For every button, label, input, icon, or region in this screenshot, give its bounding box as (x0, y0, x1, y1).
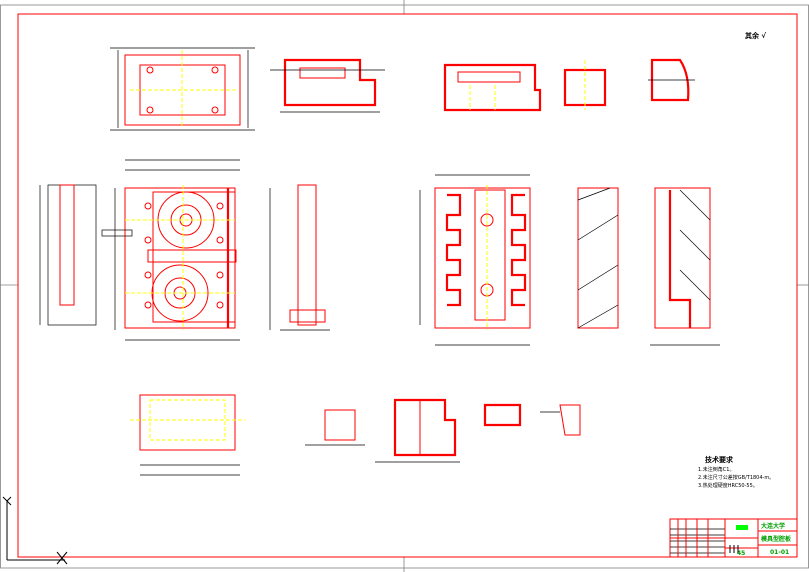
ucs-icon (2, 496, 68, 565)
section-view-g (305, 409, 365, 446)
section-view-j (540, 404, 581, 436)
title-block: 大连大学 模具型腔板 01-01 45 (669, 518, 798, 558)
title-block-school: 大连大学 (761, 522, 785, 530)
view-section-f (650, 187, 720, 346)
view-cavity-center (419, 174, 531, 346)
section-view-b (443, 63, 542, 112)
section-view-h (375, 398, 460, 463)
view-section-e (577, 187, 619, 329)
title-block-part-name: 模具型腔板 (761, 535, 792, 543)
section-view-a (270, 58, 385, 113)
view-bottom-plan (130, 394, 245, 476)
view-top-plan (110, 47, 255, 131)
svg-text:2.未注尺寸公差按GB/T1804-m。: 2.未注尺寸公差按GB/T1804-m。 (698, 474, 774, 481)
tech-requirements-title: 技术要求 (705, 455, 734, 464)
tech-requirements: 技术要求 1.未注倒角C1。 2.未注尺寸公差按GB/T1804-m。 3.热处… (698, 455, 774, 489)
view-side-left (39, 184, 97, 326)
title-block-material: 45 (737, 550, 745, 557)
section-view-d (648, 58, 695, 102)
section-view-i (483, 403, 522, 427)
view-side-narrow (280, 184, 330, 331)
surface-finish-note: 其余 √ (745, 31, 766, 40)
svg-text:1.未注倒角C1。: 1.未注倒角C1。 (698, 466, 734, 473)
section-view-c (563, 60, 607, 110)
svg-text:3.热处理硬度HRC50-55。: 3.热处理硬度HRC50-55。 (698, 482, 758, 489)
view-front-main (101, 159, 271, 341)
title-block-drawing-no: 01-01 (770, 549, 789, 556)
